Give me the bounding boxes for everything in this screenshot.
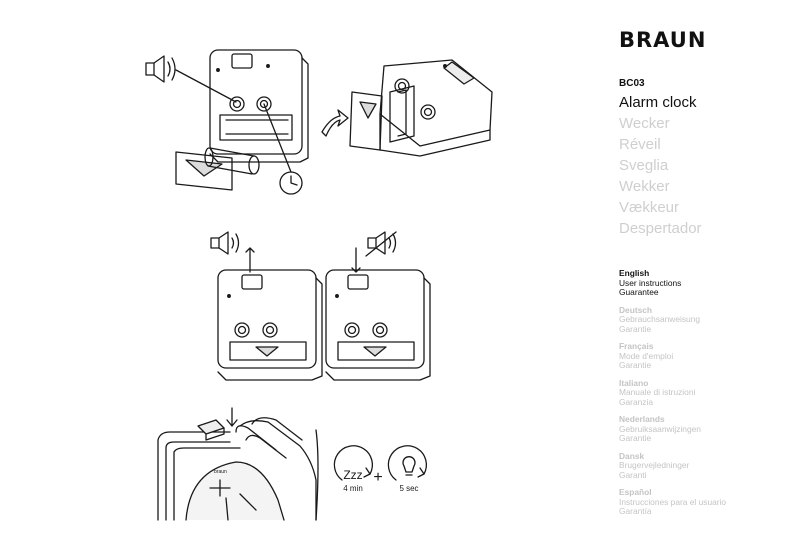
speaker-muted-icon xyxy=(365,231,397,257)
title-french: Réveil xyxy=(619,136,661,153)
language-list: English User instructions Guarantee Deut… xyxy=(619,268,727,525)
snooze-time: 4 min xyxy=(343,484,363,493)
lang-italian: Italiano Manuale di istruzioni Garanzia xyxy=(619,377,696,407)
arrow-icon xyxy=(321,109,349,137)
clock-door-removed-illustration xyxy=(349,59,493,157)
title-danish: Vækkeur xyxy=(619,199,680,216)
speaker-on-icon xyxy=(210,231,240,255)
title-dutch: Wekker xyxy=(619,178,670,195)
title-english: Alarm clock xyxy=(619,94,697,111)
alarm-on-illustration xyxy=(217,247,323,381)
model-number: BC03 xyxy=(619,78,645,89)
alarm-off-illustration xyxy=(325,247,431,381)
snooze-press-illustration: braun xyxy=(157,407,319,521)
lang-german: Deutsch Gebrauchsanweisung Garantie xyxy=(619,304,701,334)
speaker-icon xyxy=(145,55,237,103)
clock-icon xyxy=(263,103,303,195)
title-german: Wecker xyxy=(619,115,670,132)
brand-logo: BRAUN xyxy=(619,28,707,52)
lang-dutch: Nederlands Gebruiksaanwijzingen Garantie xyxy=(619,414,701,443)
instruction-illustrations: braun Zzz 4 min + 5 sec xyxy=(145,49,493,521)
light-time: 5 sec xyxy=(399,484,418,493)
plus-sign: + xyxy=(373,469,382,486)
lang-danish: Dansk Brugervejledninger Garanti xyxy=(619,450,690,480)
snooze-icon: Zzz 4 min xyxy=(333,445,373,493)
title-spanish: Despertador xyxy=(619,220,702,237)
lang-french: Français Mode d'emploi Garantie xyxy=(619,341,674,370)
clock-back-battery-illustration xyxy=(175,49,309,191)
product-titles: Alarm clock Wecker Réveil Sveglia Wekker… xyxy=(619,92,702,239)
lang-spanish: Español Instrucciones para el usuario Ga… xyxy=(619,487,727,516)
snooze-label: Zzz xyxy=(343,468,362,482)
light-icon: 5 sec xyxy=(387,445,427,493)
title-italian: Sveglia xyxy=(619,157,669,174)
lang-english: English User instructions Guarantee xyxy=(619,268,682,297)
svg-text:braun: braun xyxy=(214,469,227,475)
